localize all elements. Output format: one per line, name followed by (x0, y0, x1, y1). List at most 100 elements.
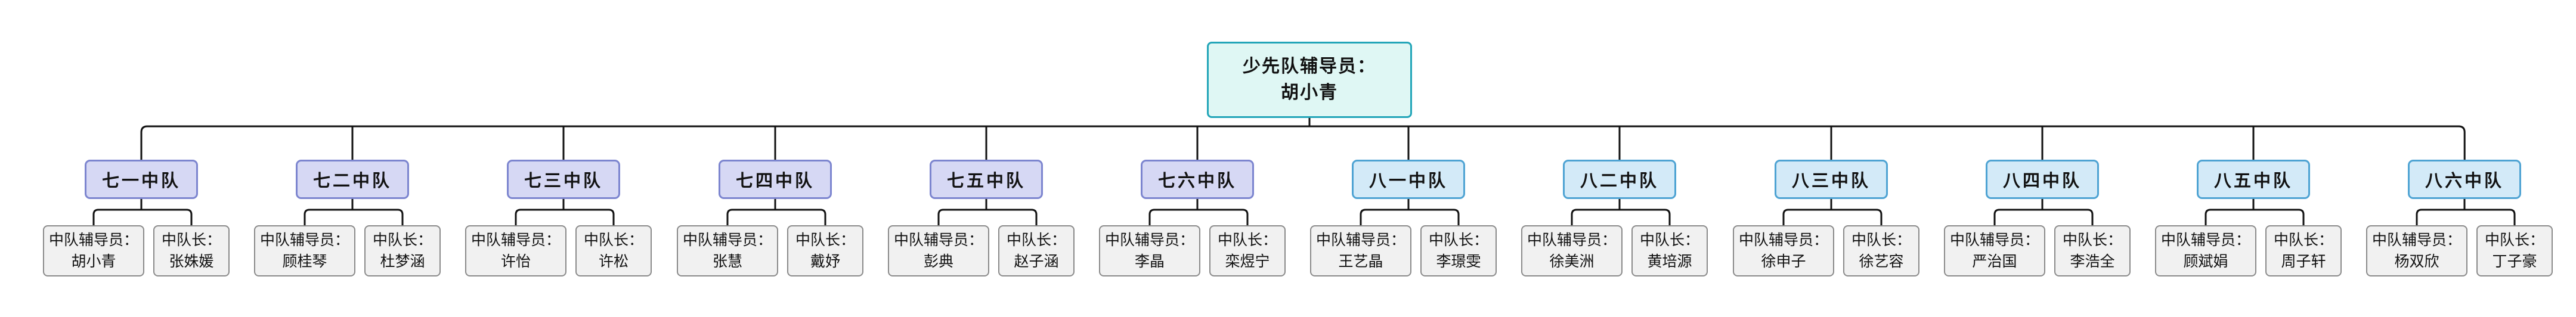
squad-node: 八四中队 (1986, 160, 2099, 199)
leader-box: 中队长： 杜梦涵 (364, 225, 441, 276)
leaf-connector (1993, 209, 2094, 225)
leaf-connector (937, 209, 1038, 225)
leaf-connector (2205, 209, 2305, 225)
squad-name: 七三中队 (524, 170, 603, 191)
leader-box-label: 中队长： (2273, 231, 2333, 248)
leader-box-value: 周子轩 (2281, 253, 2326, 270)
leader-box-label: 中队长： (1217, 231, 1277, 248)
root-title: 少先队辅导员： (1243, 56, 1376, 77)
counselor-box-label: 中队辅导员： (1738, 231, 1828, 248)
main-bus-connector (140, 125, 2466, 160)
squad-node: 七六中队 (1141, 160, 1254, 199)
counselor-box-label: 中队辅导员： (470, 231, 561, 248)
leader-box-value: 栾煜宁 (1225, 253, 1270, 270)
leader-box: 中队长： 戴妤 (787, 225, 863, 276)
leaf-connector (1782, 209, 1883, 225)
leader-box: 中队长： 徐艺容 (1843, 225, 1919, 276)
counselor-box-label: 中队辅导员： (682, 231, 772, 248)
squad-name: 八二中队 (1580, 170, 1659, 191)
leader-box-label: 中队长： (1851, 231, 1911, 248)
leader-box: 中队长： 李璟雯 (1420, 225, 1497, 276)
leader-box-value: 张姝媛 (169, 253, 214, 270)
squad-node: 七二中队 (296, 160, 409, 199)
leader-box-label: 中队长： (2062, 231, 2122, 248)
leader-box-value: 杜梦涵 (380, 253, 425, 270)
leader-box-value: 赵子涵 (1014, 253, 1059, 270)
leader-box-value: 丁子豪 (2492, 253, 2537, 270)
counselor-box-value: 胡小青 (71, 253, 116, 270)
leader-box: 中队长： 栾煜宁 (1209, 225, 1286, 276)
leader-box: 中队长： 赵子涵 (998, 225, 1075, 276)
counselor-box: 中队辅导员：王艺晶 (1310, 225, 1411, 276)
counselor-box: 中队辅导员： 张慧 (677, 225, 778, 276)
squad-name: 八一中队 (1368, 170, 1448, 191)
squad-node: 七四中队 (719, 160, 832, 199)
counselor-box-value: 顾斌娟 (2183, 253, 2228, 270)
squad-name: 八四中队 (2002, 170, 2082, 191)
squad-node: 八三中队 (1775, 160, 1888, 199)
squad-node: 八六中队 (2408, 160, 2521, 199)
leader-box-value: 李浩全 (2070, 253, 2115, 270)
counselor-box-value: 彭典 (923, 253, 953, 270)
counselor-box-value: 李晶 (1134, 253, 1165, 270)
squad-node: 八五中队 (2197, 160, 2310, 199)
squad-node: 七五中队 (930, 160, 1043, 199)
counselor-box-value: 许怡 (500, 253, 531, 270)
counselor-box-value: 张慧 (712, 253, 742, 270)
leaf-connector (515, 209, 615, 225)
root-node-counselor: 少先队辅导员： 胡小青 (1207, 42, 1412, 118)
squad-node: 七三中队 (507, 160, 620, 199)
leader-box-value: 徐艺容 (1859, 253, 1904, 270)
leaf-connector (726, 209, 826, 225)
leaf-connector (304, 209, 404, 225)
counselor-box-value: 王艺晶 (1338, 253, 1383, 270)
counselor-box-label: 中队辅导员： (1949, 231, 2039, 248)
squad-node: 八一中队 (1352, 160, 1465, 199)
counselor-box-value: 顾桂琴 (282, 253, 327, 270)
counselor-box-label: 中队辅导员： (259, 231, 349, 248)
leader-box-label: 中队长： (161, 231, 221, 248)
leader-box-label: 中队长： (795, 231, 855, 248)
squad-name: 七六中队 (1157, 170, 1237, 191)
leaf-connector (1360, 209, 1460, 225)
leader-box: 中队长： 黄培源 (1631, 225, 1708, 276)
counselor-box-value: 严治国 (1972, 253, 2017, 270)
counselor-box: 中队辅导员： 严治国 (1944, 225, 2045, 276)
squad-name: 七二中队 (312, 170, 392, 191)
leader-box-value: 黄培源 (1647, 253, 1692, 270)
root-counselor-name: 胡小青 (1281, 82, 1338, 103)
squad-name: 七四中队 (735, 170, 815, 191)
leader-box-label: 中队长： (1006, 231, 1066, 248)
squad-name: 八三中队 (1791, 170, 1871, 191)
leader-box-value: 许松 (598, 253, 628, 270)
leader-box-label: 中队长： (1639, 231, 1699, 248)
counselor-box: 中队辅导员： 胡小青 (43, 225, 144, 276)
leader-box: 中队长： 周子轩 (2265, 225, 2342, 276)
leader-box-label: 中队长： (1428, 231, 1488, 248)
leader-box-value: 戴妤 (810, 253, 840, 270)
counselor-box: 中队辅导员： 许怡 (465, 225, 566, 276)
counselor-box-value: 杨双欣 (2394, 253, 2439, 270)
leaf-connector (1571, 209, 1671, 225)
counselor-box: 中队辅导员： 徐美洲 (1521, 225, 1623, 276)
counselor-box: 中队辅导员： 杨双欣 (2366, 225, 2467, 276)
squad-name: 七五中队 (946, 170, 1026, 191)
squad-node: 八二中队 (1563, 160, 1676, 199)
leader-box-label: 中队长： (372, 231, 432, 248)
counselor-box-value: 徐美洲 (1549, 253, 1594, 270)
counselor-box: 中队辅导员： 顾斌娟 (2155, 225, 2256, 276)
counselor-box-label: 中队辅导员： (48, 231, 138, 248)
leader-box: 中队长： 李浩全 (2054, 225, 2131, 276)
counselor-box-label: 中队辅导员： (2371, 231, 2462, 248)
counselor-box-label: 中队辅导员： (893, 231, 983, 248)
counselor-box-label: 中队辅导员： (1104, 231, 1194, 248)
leaf-connector (92, 209, 193, 225)
leaf-connector (2416, 209, 2516, 225)
counselor-box-label: 中队辅导员： (2160, 231, 2250, 248)
counselor-box: 中队辅导员： 李晶 (1099, 225, 1200, 276)
squad-name: 八六中队 (2425, 170, 2504, 191)
counselor-box: 中队辅导员： 顾桂琴 (254, 225, 355, 276)
counselor-box-label: 中队辅导员： (1527, 231, 1617, 248)
leader-box-value: 李璟雯 (1436, 253, 1481, 270)
